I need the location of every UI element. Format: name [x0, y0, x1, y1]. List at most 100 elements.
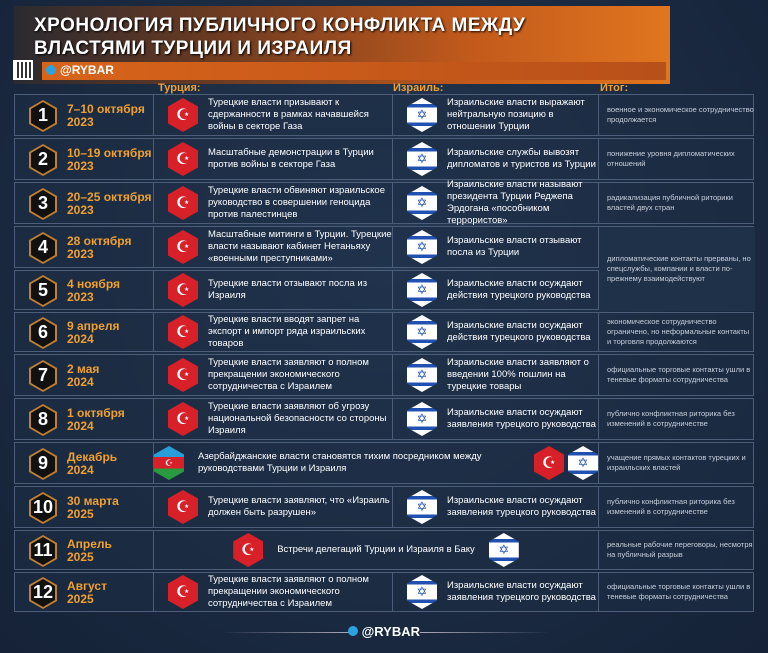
outcome-cell: экономическое сотрудничество ограничено,… — [599, 313, 755, 351]
israel-cell: ✡Израильские власти заявляют о введении … — [393, 355, 599, 395]
hexagon-badge — [29, 100, 57, 132]
israel-flag-icon: ✡ — [407, 142, 437, 176]
israel-event-text: Израильские службы вывозят дипломатов и … — [447, 147, 596, 170]
hexagon-badge — [29, 275, 57, 307]
date-text: 4 ноября — [67, 277, 121, 291]
row-number: 4 — [37, 237, 48, 257]
year-text: 2024 — [67, 375, 94, 389]
israel-flag-icon: ✡ — [407, 98, 437, 132]
outcome-cell: дипломатические контакты прерваны, но сп… — [599, 227, 755, 311]
telegram-icon — [347, 626, 358, 636]
israel-flag-icon: ✡ — [407, 230, 437, 264]
row-number: 10 — [32, 497, 54, 517]
israel-cell: ✡Израильские власти выражают нейтральную… — [393, 95, 599, 135]
column-header-turkey: Турция: — [158, 82, 201, 94]
turkey-event-text: Турецкие власти заявляют о полном прекра… — [208, 357, 369, 392]
date-text: 1 октября — [67, 406, 125, 420]
israel-event-text: Израильские власти осуждают заявления ту… — [447, 580, 596, 603]
turkey-cell: ☪Масштабные демонстрации в Турции против… — [154, 139, 393, 179]
date-text: 28 октября — [67, 234, 132, 248]
date-text: 2 мая — [67, 362, 100, 376]
year-text: 2023 — [67, 290, 94, 304]
turkey-event-text: Турецкие власти заявляют о полном прекра… — [208, 574, 369, 609]
israel-flag-icon: ✡ — [407, 273, 437, 307]
row-number: 5 — [37, 280, 48, 300]
israel-cell: ✡ Израильские власти отзывают посла из Ту… — [393, 227, 599, 267]
footer-handle[interactable]: @RYBAR — [0, 624, 768, 639]
header-handle[interactable]: @RYBAR — [46, 63, 114, 77]
row-number: 11 — [33, 540, 53, 560]
year-text: 2023 — [67, 115, 94, 129]
israel-flag-icon: ✡ — [488, 533, 519, 567]
turkey-flag-icon: ☪ — [168, 490, 198, 524]
azerbaijan-flag-icon: ☪ — [154, 446, 184, 480]
outcome-cell: официальные торговые контакты ушли в тен… — [599, 573, 755, 611]
turkey-cell: ☪ Турецкие власти призывают к сдержанност… — [154, 95, 393, 135]
row-number: 2 — [37, 149, 48, 169]
turkey-cell: ☪ Турецкие власти заявляют о полном прекр… — [154, 573, 393, 611]
turkey-flag-icon: ☪ — [168, 230, 198, 264]
outcome-cell: военное и экономическое сотрудничество п… — [599, 95, 755, 135]
israel-event-text: Израильские власти осуждают действия тур… — [447, 320, 591, 343]
israel-flag-icon: ✡ — [568, 446, 598, 480]
year-text: 2025 — [67, 592, 94, 606]
footer-line-left — [220, 632, 350, 633]
date-text: 30 марта — [67, 494, 119, 508]
outcome-cell: публично конфликтная риторика без измене… — [599, 487, 755, 527]
israel-event-text: Израильские власти осуждают заявления ту… — [447, 407, 596, 430]
turkey-cell: ☪Турецкие власти заявляют о полном прекр… — [154, 355, 393, 395]
turkey-event-text: Масштабные митинги в Турции. Турецкие вл… — [208, 229, 392, 264]
outcome-text: экономическое сотрудничество ограничено,… — [607, 317, 750, 346]
outcome-text: понижение уровня дипломатических отношен… — [607, 149, 735, 168]
date-text: Август — [67, 579, 107, 593]
outcome-text: дипломатические контакты прерваны, но сп… — [607, 254, 751, 283]
turkey-flag-icon: ☪ — [168, 273, 198, 307]
outcome-cell: учащение прямых контактов турецких и изр… — [599, 443, 755, 483]
outcome-text: официальные торговые контакты ушли в тен… — [607, 582, 751, 601]
outcome-text: официальные торговые контакты ушли в тен… — [607, 365, 751, 384]
turkey-flag-icon: ☪ — [168, 402, 198, 436]
row-number: 12 — [32, 582, 54, 602]
outcome-cell: публично конфликтная риторика без измене… — [599, 399, 755, 439]
turkey-event-text: Турецкие власти призывают к сдержанности… — [208, 97, 369, 132]
israel-event-text: Израильские власти отзывают посла из Тур… — [447, 235, 582, 258]
hexagon-badge — [29, 404, 57, 436]
qr-code[interactable] — [13, 60, 33, 80]
year-text: 2023 — [67, 203, 94, 217]
outcome-cell: радикализация публичной риторики властей… — [599, 183, 755, 223]
israel-cell: ✡ Израильские службы вывозят дипломатов и… — [393, 139, 599, 179]
date-text: Апрель — [67, 537, 112, 551]
israel-cell: ✡Израильские власти осуждают заявления т… — [393, 487, 599, 527]
turkey-flag-icon: ☪ — [168, 98, 198, 132]
turkey-flag-icon: ☪ — [168, 142, 198, 176]
year-text: 2025 — [67, 550, 94, 564]
israel-event-text: Израильские власти осуждают заявления ту… — [447, 495, 596, 518]
turkey-flag-icon: ☪ — [168, 575, 198, 609]
column-header-outcome: Итог: — [600, 82, 629, 94]
israel-flag-icon: ✡ — [407, 315, 437, 349]
outcome-text: военное и экономическое сотрудничество п… — [607, 105, 754, 124]
outcome-text: реальные рабочие переговоры, несмотря на… — [607, 540, 753, 559]
outcome-text: учащение прямых контактов турецких и изр… — [607, 453, 746, 472]
israel-event-text: Израильские власти называют президента Т… — [447, 179, 583, 226]
